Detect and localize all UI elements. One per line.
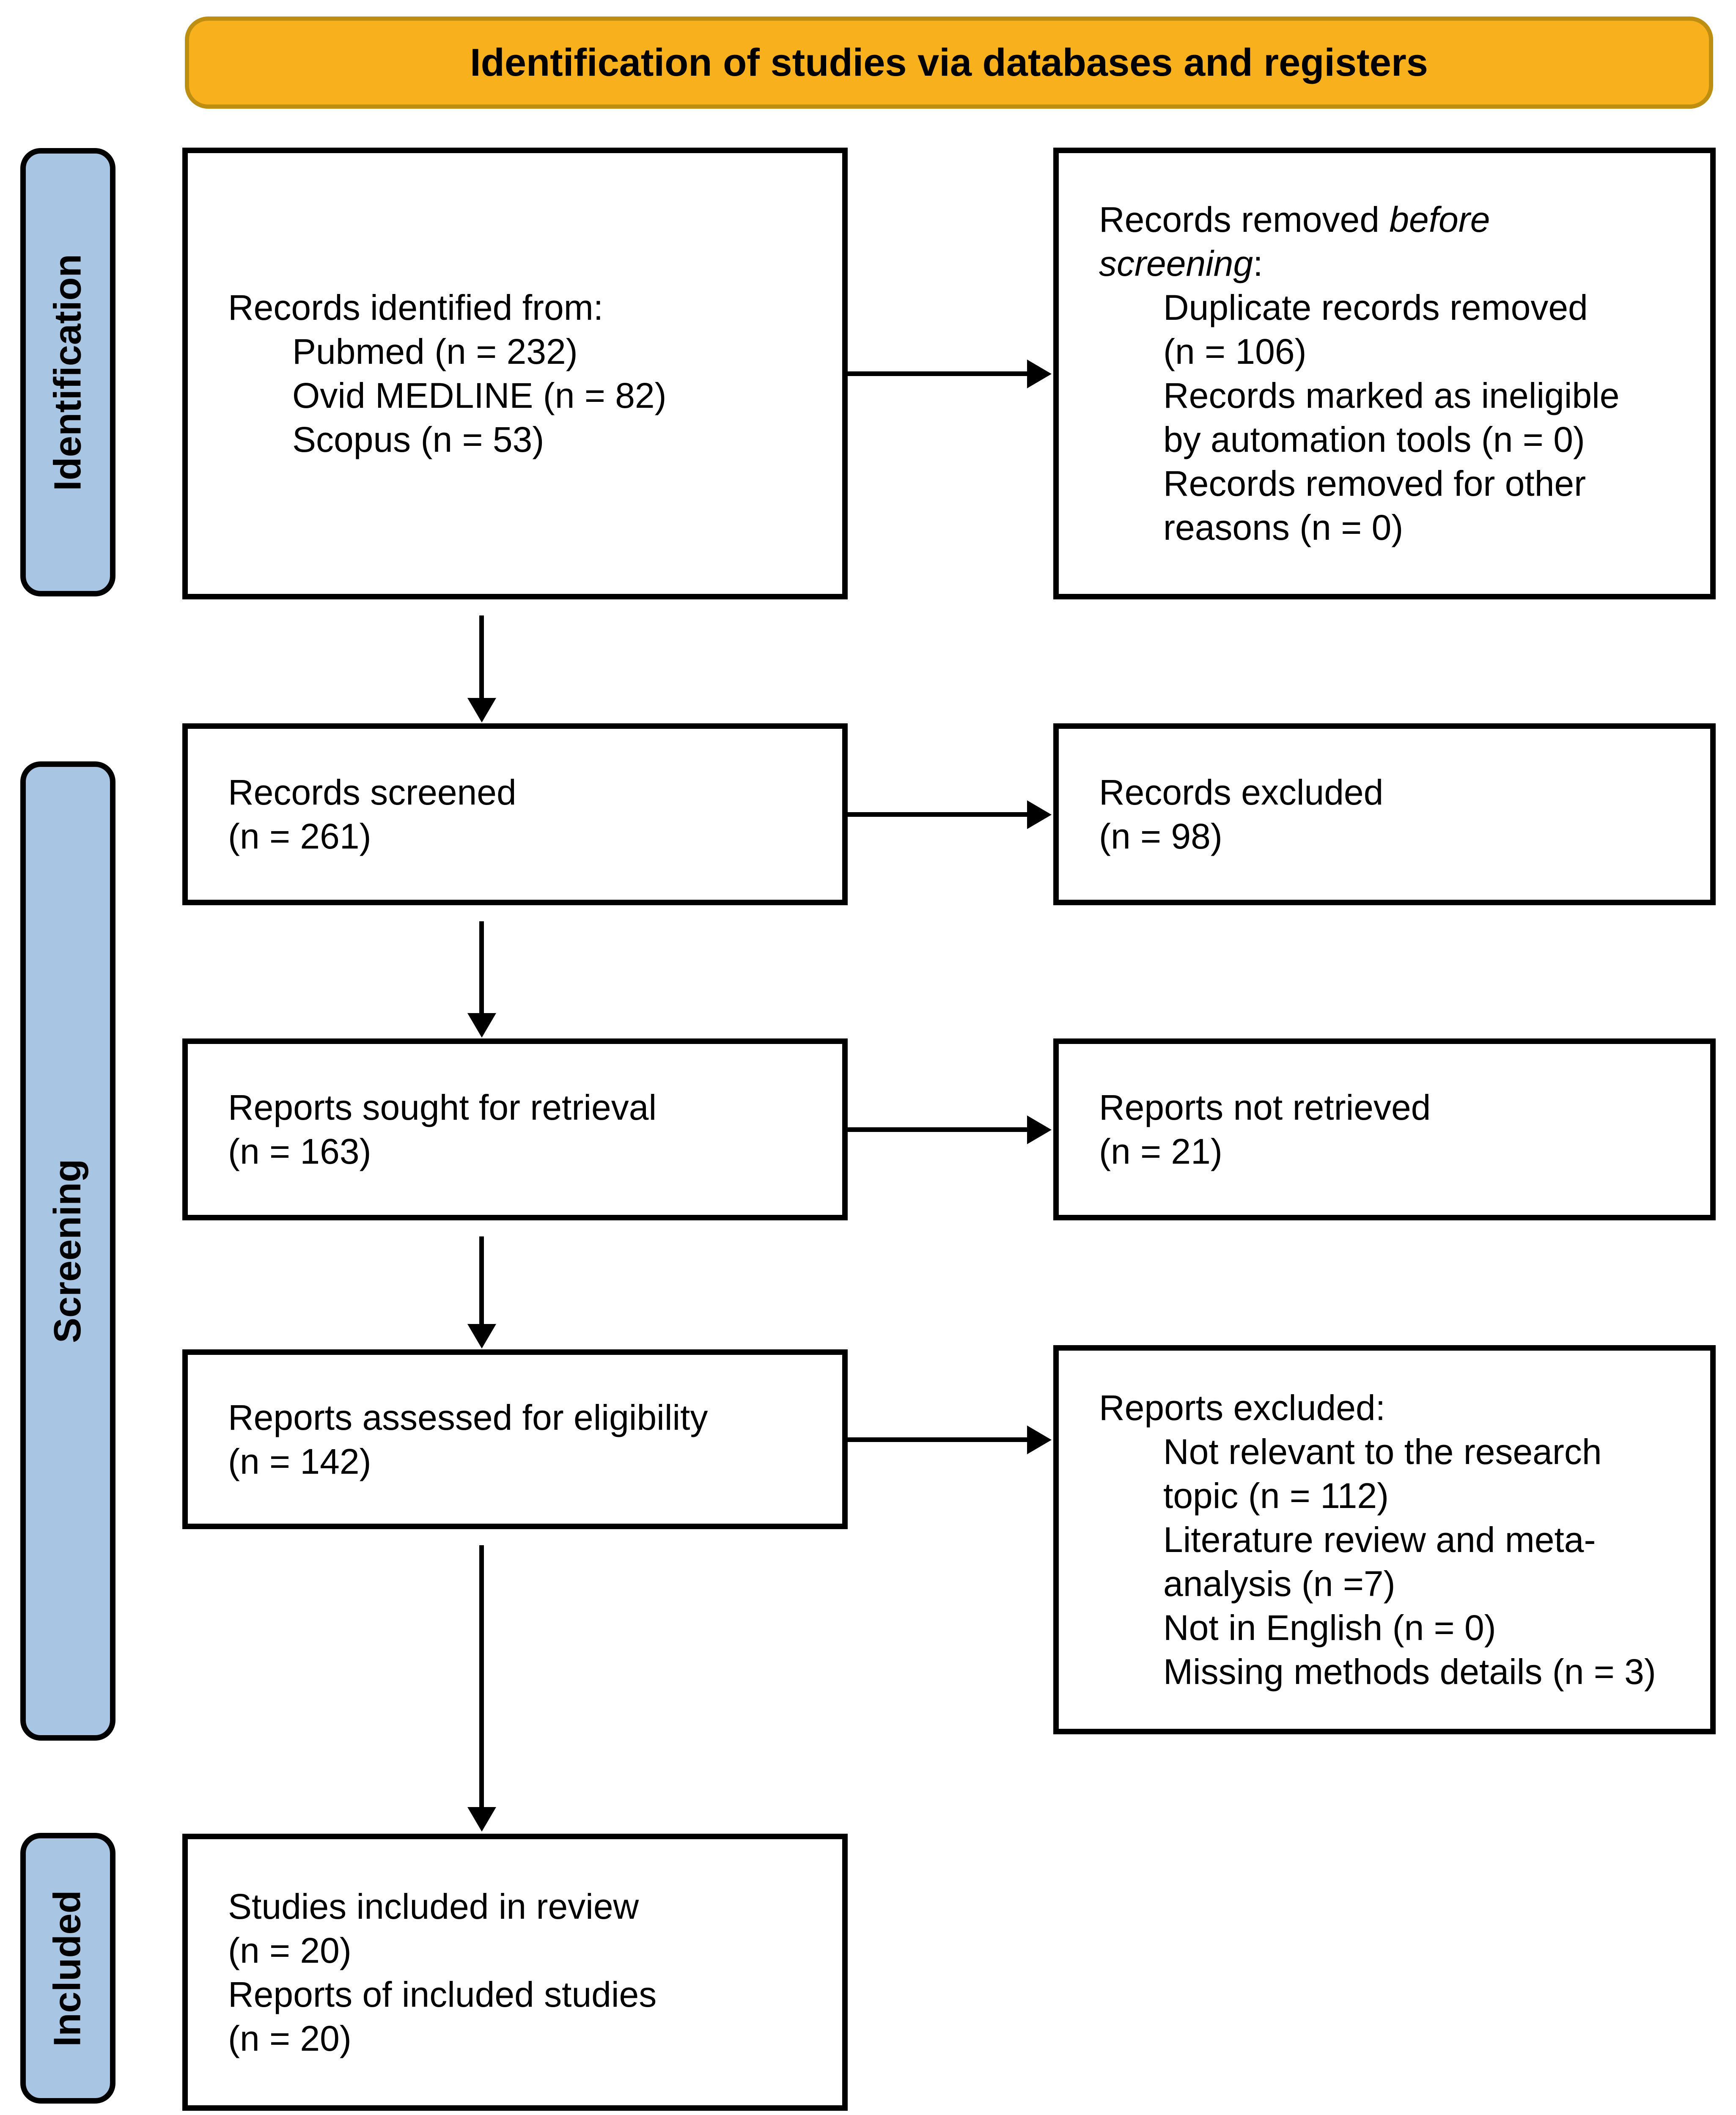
box-reports-sought: Reports sought for retrieval (n = 163) <box>182 1038 848 1220</box>
sidebar-stage-included: Included <box>20 1833 115 2104</box>
box-line: Pubmed (n = 232) <box>292 332 578 371</box>
box-line: (n = 21) <box>1099 1132 1222 1171</box>
box-line: (n = 20) <box>228 2018 352 2058</box>
box-title: Reports assessed for eligibility <box>228 1397 708 1437</box>
box-reports-excluded: Reports excluded: Not relevant to the re… <box>1053 1345 1716 1734</box>
box-line: analysis (n =7) <box>1163 1564 1395 1604</box>
sidebar-label-included: Included <box>47 1890 89 2047</box>
arrowhead-down-icon <box>467 698 496 722</box>
box-line: (n = 142) <box>228 1441 371 1481</box>
arrowhead-right-icon <box>1027 800 1052 829</box>
box-title: Reports excluded: <box>1099 1388 1386 1428</box>
down-arrow-shaft <box>479 615 484 699</box>
box-records-excluded: Records excluded (n = 98) <box>1053 723 1716 905</box>
right-arrow-shaft <box>848 812 1029 817</box>
box-line: (n = 261) <box>228 816 371 856</box>
header-banner: Identification of studies via databases … <box>185 16 1713 109</box>
box-line: Ovid MEDLINE (n = 82) <box>292 376 667 415</box>
down-arrow-shaft <box>479 921 484 1014</box>
arrowhead-down-icon <box>467 1807 496 1832</box>
box-title: Records screened <box>228 772 516 812</box>
box-title: Records identified from: <box>228 288 604 327</box>
box-line: Duplicate records removed <box>1163 288 1588 327</box>
box-title: Studies included in review <box>228 1886 639 1926</box>
down-arrow-shaft <box>479 1236 484 1325</box>
arrowhead-right-icon <box>1027 360 1052 388</box>
box-line: Missing methods details (n = 3) <box>1163 1652 1656 1692</box>
box-reports-not-retrieved: Reports not retrieved (n = 21) <box>1053 1038 1716 1220</box>
arrowhead-right-icon <box>1027 1426 1052 1454</box>
right-arrow-shaft <box>848 1437 1029 1442</box>
box-line: Literature review and meta- <box>1163 1520 1596 1560</box>
arrowhead-down-icon <box>467 1013 496 1038</box>
box-line: (n = 20) <box>228 1930 352 1970</box>
box-line: Scopus (n = 53) <box>292 420 544 459</box>
down-arrow-shaft <box>479 1545 484 1810</box>
header-title: Identification of studies via databases … <box>470 41 1428 84</box>
box-records-screened: Records screened (n = 261) <box>182 723 848 905</box>
arrowhead-right-icon <box>1027 1115 1052 1144</box>
box-title-line-2: screening: <box>1099 244 1263 283</box>
box-line: (n = 106) <box>1163 332 1307 371</box>
box-records-identified: Records identified from: Pubmed (n = 232… <box>182 148 848 599</box>
right-arrow-shaft <box>848 1127 1029 1132</box>
box-line: by automation tools (n = 0) <box>1163 420 1585 459</box>
sidebar-stage-identification: Identification <box>20 148 115 596</box>
sidebar-label-identification: Identification <box>47 254 89 491</box>
box-reports-assessed: Reports assessed for eligibility (n = 14… <box>182 1349 848 1529</box>
box-title: Reports sought for retrieval <box>228 1088 657 1127</box>
sidebar-label-screening: Screening <box>47 1159 89 1343</box>
box-line: Not in English (n = 0) <box>1163 1608 1496 1648</box>
box-line: Records marked as ineligible <box>1163 376 1620 415</box>
box-line: reasons (n = 0) <box>1163 508 1404 547</box>
arrowhead-down-icon <box>467 1324 496 1349</box>
sidebar-stage-screening: Screening <box>20 761 115 1741</box>
box-line: (n = 98) <box>1099 816 1222 856</box>
box-studies-included: Studies included in review (n = 20) Repo… <box>182 1834 848 2111</box>
right-arrow-shaft <box>848 371 1029 376</box>
box-title: Records excluded <box>1099 772 1384 812</box>
box-line: topic (n = 112) <box>1163 1476 1389 1516</box>
box-line: Reports of included studies <box>228 1974 657 2014</box>
box-records-removed-before-screening: Records removed before screening: Duplic… <box>1053 148 1716 599</box>
box-title: Reports not retrieved <box>1099 1088 1431 1127</box>
box-line: Not relevant to the research <box>1163 1432 1602 1472</box>
box-line: Records removed for other <box>1163 464 1586 503</box>
box-line: (n = 163) <box>228 1132 371 1171</box>
box-title: Records removed before <box>1099 200 1490 239</box>
